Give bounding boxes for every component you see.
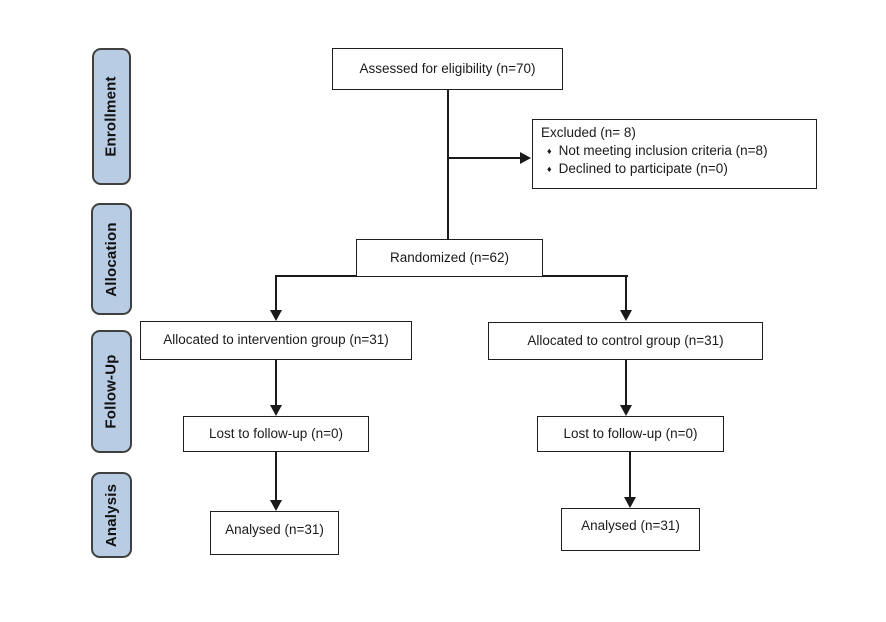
analysed-control-text: Analysed (n=31): [581, 518, 680, 534]
arrowhead-lost-intervention-icon: [270, 405, 282, 416]
lost-followup-intervention-box: Lost to follow-up (n=0): [183, 416, 369, 452]
analysed-control-box: Analysed (n=31): [561, 508, 700, 551]
allocated-intervention-text: Allocated to intervention group (n=31): [163, 332, 389, 348]
assessed-box-text: Assessed for eligibility (n=70): [359, 60, 536, 76]
analysed-intervention-box: Analysed (n=31): [210, 511, 339, 555]
connector-branch-right: [625, 275, 627, 312]
allocated-intervention-box: Allocated to intervention group (n=31): [140, 321, 412, 360]
analysed-intervention-text: Analysed (n=31): [225, 521, 324, 537]
stage-label-follow-up-text: Follow-Up: [103, 354, 120, 429]
stage-label-allocation-text: Allocation: [103, 221, 121, 297]
connector-assessed-to-randomized: [447, 90, 449, 239]
arrowhead-analysed-control-icon: [624, 497, 636, 508]
stage-label-allocation: Allocation: [91, 203, 132, 315]
excluded-box: Excluded (n= 8) ♦ Not meeting inclusion …: [532, 119, 817, 189]
bullet-icon: ♦: [547, 145, 552, 156]
arrowhead-lost-control-icon: [620, 405, 632, 416]
stage-label-analysis: Analysis: [91, 472, 132, 558]
arrowhead-allocated-intervention-icon: [270, 310, 282, 321]
arrowhead-allocated-control-icon: [620, 310, 632, 321]
arrowhead-analysed-intervention-icon: [270, 500, 282, 511]
stage-label-enrollment: Enrollment: [92, 48, 131, 185]
bullet-icon: ♦: [547, 163, 552, 174]
assessed-box: Assessed for eligibility (n=70): [332, 48, 563, 90]
excluded-item-text: Declined to participate (n=0): [558, 160, 728, 176]
connector-allocated-to-lost-right: [625, 360, 627, 406]
excluded-item: ♦ Not meeting inclusion criteria (n=8): [541, 143, 768, 160]
connector-allocated-to-lost-left: [275, 360, 277, 406]
excluded-item: ♦ Declined to participate (n=0): [541, 161, 728, 178]
stage-label-follow-up: Follow-Up: [91, 330, 132, 453]
allocated-control-text: Allocated to control group (n=31): [527, 332, 724, 348]
lost-followup-intervention-text: Lost to follow-up (n=0): [209, 425, 343, 441]
connector-lost-to-analysed-right: [629, 452, 631, 498]
stage-label-enrollment-text: Enrollment: [103, 76, 120, 157]
connector-lost-to-analysed-left: [275, 452, 277, 501]
lost-followup-control-text: Lost to follow-up (n=0): [563, 425, 698, 441]
connector-branch-left: [275, 275, 277, 312]
randomized-box-text: Randomized (n=62): [390, 249, 509, 265]
excluded-box-title: Excluded (n= 8): [541, 125, 636, 140]
connector-to-excluded: [448, 157, 521, 159]
allocated-control-box: Allocated to control group (n=31): [488, 322, 763, 360]
lost-followup-control-box: Lost to follow-up (n=0): [537, 416, 724, 452]
randomized-box: Randomized (n=62): [356, 239, 543, 277]
excluded-item-text: Not meeting inclusion criteria (n=8): [558, 142, 768, 158]
arrowhead-excluded-icon: [520, 152, 531, 164]
stage-label-analysis-text: Analysis: [103, 483, 120, 547]
